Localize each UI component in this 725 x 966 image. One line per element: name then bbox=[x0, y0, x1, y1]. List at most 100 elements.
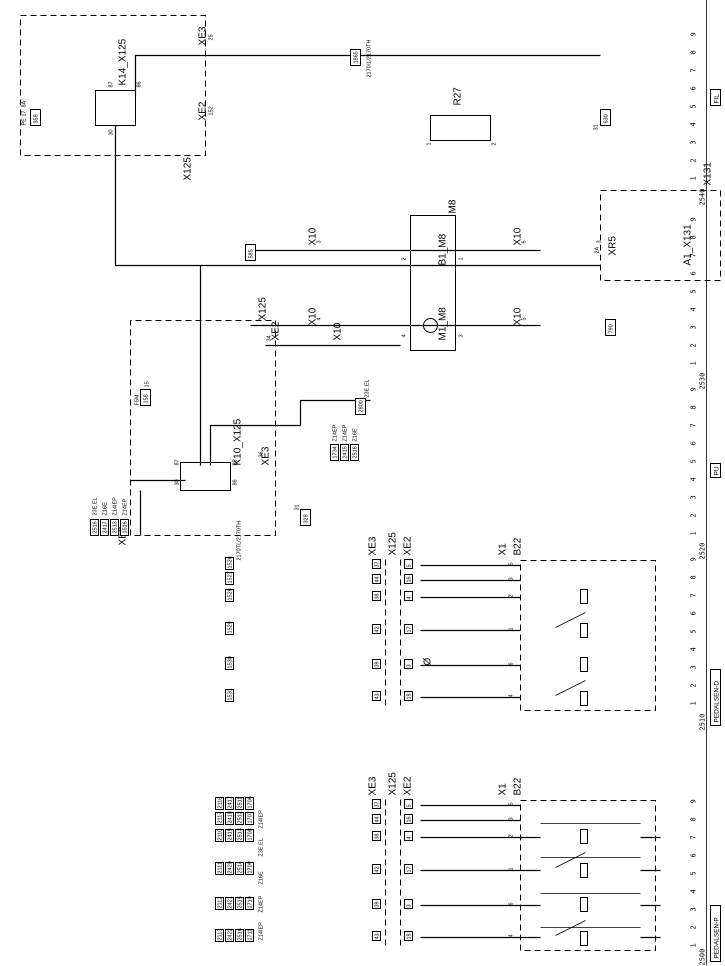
pedal-p-terminal-value: 2420 bbox=[228, 861, 234, 873]
k10-pin: 87 bbox=[175, 459, 181, 465]
column-index-digit: 8 bbox=[690, 817, 698, 821]
pedal-d-terminal-value: 1527 bbox=[228, 571, 234, 583]
pedal-d-xe3-pin-box bbox=[372, 559, 381, 569]
mid-right-terminal-value: 1734 bbox=[333, 446, 339, 458]
pedal-p-terminal-note: Z14IEP bbox=[259, 810, 265, 829]
term-mid-top-value: 2800 bbox=[359, 400, 365, 412]
pedal-d-xe2-pin: 16 bbox=[407, 576, 413, 582]
column-index-digit: 9 bbox=[690, 32, 698, 36]
pedal-d-harness bbox=[420, 564, 521, 699]
pump-pin: 3 bbox=[597, 240, 603, 243]
pedal-p-terminal-value: 2417 bbox=[228, 796, 234, 808]
k14-pin: 2 bbox=[492, 142, 498, 145]
pedal-p-terminal-box bbox=[215, 797, 224, 810]
pedal-d-x1-pin: 5 bbox=[509, 562, 515, 565]
column-index-digit: 1 bbox=[690, 701, 698, 705]
x131-housing bbox=[600, 190, 721, 281]
footer-strip: PEDALSEN-P PEDALSEN-D PU FIL 2500 2510 2… bbox=[690, 0, 721, 966]
pedal-p-terminal-note: Z14IEP bbox=[259, 922, 265, 941]
column-index-digit: 6 bbox=[690, 611, 698, 615]
pedal-p-terminal-value: 2422 bbox=[228, 928, 234, 940]
pedal-p-terminal-box bbox=[235, 797, 244, 810]
column-index-digit: 9 bbox=[690, 799, 698, 803]
column-index-digit: 6 bbox=[690, 853, 698, 857]
pedal-p-terminal-value: 1709 bbox=[248, 861, 254, 873]
column-index-digits: 1234567891234567891234567891234567891234… bbox=[690, 32, 698, 947]
mid-right-terminal-value: 2516 bbox=[353, 446, 359, 458]
pedal-d-terminal-value: 1526 bbox=[228, 556, 234, 568]
k10-relay-box bbox=[180, 462, 231, 491]
pedal-p-xe3-pin-box bbox=[372, 899, 381, 909]
pedal-p-xe3-pin: 38 bbox=[375, 833, 381, 839]
x10-mid-label: X10 bbox=[333, 322, 344, 340]
pedal-d-symbol: Ø bbox=[423, 658, 434, 666]
term-mid-31-value: 328 bbox=[304, 514, 310, 523]
pedal-d-xe3-pin: 38 bbox=[375, 593, 381, 599]
pedal-p-xe2-pin: 4 bbox=[407, 836, 413, 839]
pedal-p-terminal-box bbox=[215, 862, 224, 875]
pedal-p-terminal-box bbox=[225, 829, 234, 842]
term-top-right bbox=[600, 109, 611, 126]
pedal-p-xe3-pin-box bbox=[372, 864, 381, 874]
k14-pin: 152 bbox=[209, 106, 215, 115]
column-index-digit: 9 bbox=[690, 387, 698, 391]
column-index-digit: 5 bbox=[690, 459, 698, 463]
pedal-p-terminal-box bbox=[225, 862, 234, 875]
pedal-p-terminal-value: 1707 bbox=[248, 811, 254, 823]
pedal-d-xe2-pin-box bbox=[404, 659, 413, 669]
k10-pin: 85 bbox=[233, 459, 239, 465]
pedal-p-x1-pin: 1 bbox=[509, 867, 515, 870]
mid-left-terminal-value: 2516 bbox=[93, 521, 99, 533]
pump-pin: 1 bbox=[459, 257, 465, 260]
column-index-digit: 1 bbox=[690, 531, 698, 535]
term-mid-fu-value: 158 bbox=[144, 394, 150, 403]
pedal-d-terminal-box bbox=[225, 572, 234, 585]
pedal-d-terminal-value: 1530 bbox=[228, 656, 234, 668]
mid-right-terminal-box bbox=[330, 444, 339, 461]
pedal-d-xe3-pin: 43 bbox=[375, 693, 381, 699]
pedal-d-xe3-pin-box bbox=[372, 659, 381, 669]
mid-left-terminal-value: 2417 bbox=[103, 521, 109, 533]
pedal-d-xe2-pin-box bbox=[404, 574, 413, 584]
pedal-p-terminal-note: Z3E.EL bbox=[259, 838, 265, 856]
k14-wires bbox=[114, 54, 601, 267]
pedal-d-xe3-pin: 42 bbox=[375, 626, 381, 632]
pump-pin: 4 bbox=[317, 317, 323, 320]
pump-pin: 5 bbox=[522, 317, 528, 320]
term-pump-b-value: 790 bbox=[609, 324, 615, 333]
term-pump-b bbox=[605, 319, 616, 336]
m8-housing bbox=[410, 215, 456, 351]
pedal-p-resistor-1 bbox=[580, 931, 588, 946]
pedal-p-terminal-value: 1706 bbox=[248, 796, 254, 808]
section-box-fil bbox=[710, 89, 721, 106]
k14-relay-block: X125 XE3 XE2 K14_X125 R27 359 630 1865 2… bbox=[20, 15, 611, 267]
pedal-d-resistor-2 bbox=[580, 657, 588, 672]
pedal-p-terminal-box bbox=[245, 897, 254, 910]
pedal-p-xe2-pin-box bbox=[404, 899, 413, 909]
pedal-d-xe3-pin-box bbox=[372, 574, 381, 584]
pedal-p-terminal-value: 2112 bbox=[218, 897, 224, 909]
x125-mid-label: X125 bbox=[258, 297, 269, 321]
column-index-digit: 6 bbox=[690, 441, 698, 445]
pedal-p-terminal-box bbox=[235, 812, 244, 825]
pump-pin: 2 bbox=[402, 257, 408, 260]
pedal-d-resistor-3 bbox=[580, 623, 588, 638]
xe2-p-label: XE2 bbox=[403, 776, 414, 795]
column-index-digit: 8 bbox=[690, 235, 698, 239]
k10-pin: 86 bbox=[233, 479, 239, 485]
pedal-p-terminal-value: 2421 bbox=[228, 896, 234, 908]
pedal-p-terminal-value: 2113 bbox=[218, 929, 224, 941]
k10-pin: 30 bbox=[175, 479, 181, 485]
pedal-p-terminal-box bbox=[215, 897, 224, 910]
term-mid-fu bbox=[140, 389, 151, 406]
term-mid-top bbox=[355, 398, 366, 415]
pedal-p-xe2-pin-box bbox=[404, 814, 413, 824]
column-index-digit: 2 bbox=[690, 158, 698, 162]
pedal-d-x1-pin: 3 bbox=[509, 577, 515, 580]
pedal-p-terminal-box bbox=[235, 829, 244, 842]
xe2-mid-label: XE2 bbox=[271, 321, 282, 340]
section-label-pu: PU bbox=[714, 466, 721, 475]
